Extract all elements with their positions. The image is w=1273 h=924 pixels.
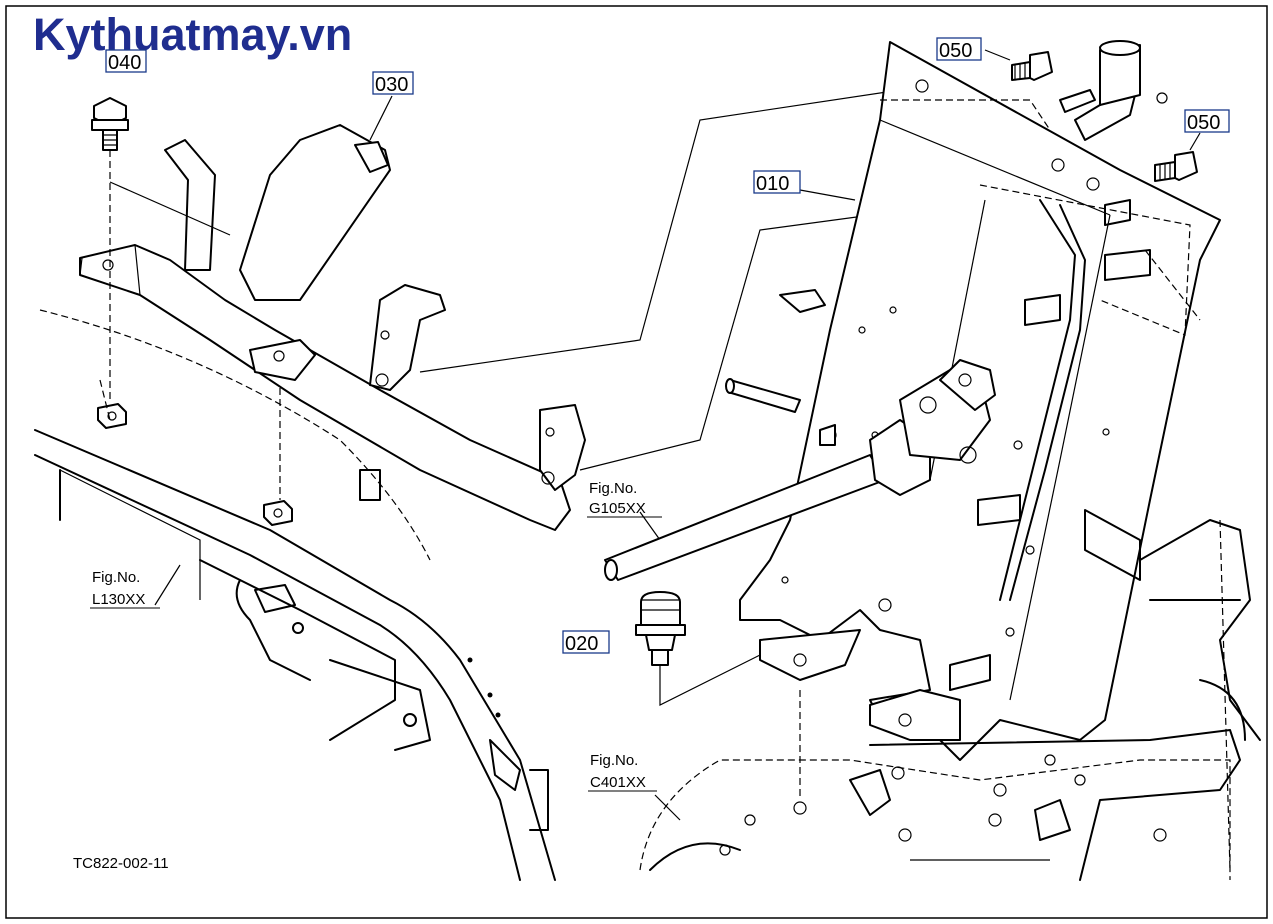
svg-text:G105XX: G105XX (589, 500, 646, 517)
svg-text:L130XX: L130XX (92, 591, 145, 608)
transmission-housing (639, 519, 1261, 881)
bolt-050-top (1011, 51, 1053, 81)
part-label-040: 040 (105, 49, 147, 74)
svg-text:030: 030 (375, 74, 408, 96)
svg-text:Fig.No.: Fig.No. (589, 480, 637, 497)
bolt-050-right (1154, 151, 1198, 182)
figure-ref-c401: Fig.No. C401XX (588, 752, 657, 792)
cage-nut-left (97, 403, 127, 429)
svg-text:040: 040 (108, 52, 141, 74)
figure-ref-g105: Fig.No. G105XX (587, 480, 662, 518)
svg-text:Fig.No.: Fig.No. (92, 569, 140, 586)
part-label-020: 020 (562, 630, 610, 655)
drawing-frame (5, 5, 1268, 919)
part-label-050-right: 050 (1184, 109, 1230, 134)
cabin-frame-left (34, 309, 556, 881)
figure-ref-l130: Fig.No. L130XX (90, 569, 160, 609)
knob-020 (635, 591, 686, 666)
drawing-code: TC822-002-11 (73, 855, 169, 872)
svg-text:010: 010 (756, 173, 789, 195)
bolt-040 (91, 97, 129, 400)
part-label-010: 010 (753, 170, 801, 195)
svg-text:020: 020 (565, 633, 598, 655)
svg-text:050: 050 (939, 40, 972, 62)
svg-text:Fig.No.: Fig.No. (590, 752, 638, 769)
part-label-030: 030 (372, 71, 414, 96)
part-label-050-top: 050 (936, 37, 982, 62)
bracket-030 (79, 124, 586, 531)
svg-text:C401XX: C401XX (590, 774, 646, 791)
svg-text:050: 050 (1187, 112, 1220, 134)
steering-shaft (604, 359, 996, 581)
cage-nut-center (263, 500, 293, 526)
watermark: Kythuatmay.vn (33, 9, 352, 60)
